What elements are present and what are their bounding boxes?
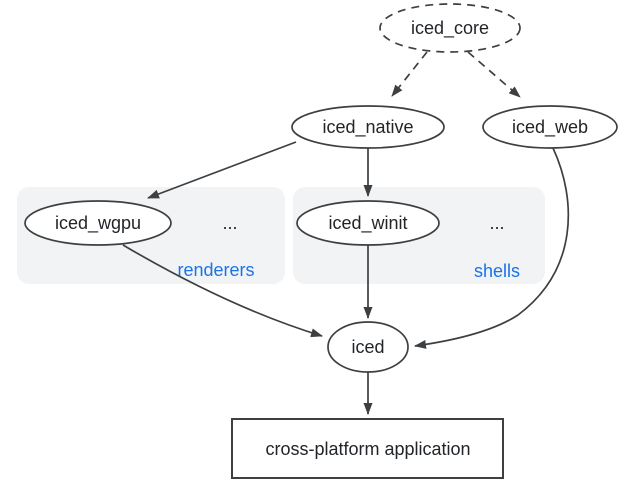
node-iced-core: iced_core [379,3,521,53]
node-iced-winit: iced_winit [296,200,440,246]
iced-native-ellipse [291,105,445,149]
application-rect [231,418,504,479]
edge-iced-native-to-iced-wgpu [147,141,297,199]
iced-core-ellipse [379,3,521,53]
iced-wgpu-ellipse [24,200,172,246]
application-label: cross-platform application [265,439,470,459]
edge-iced-wgpu-to-iced [122,244,323,338]
edge-iced-core-to-iced-web [467,51,521,98]
node-iced-wgpu: iced_wgpu [24,200,172,246]
iced-core-label: iced_core [411,18,489,39]
node-cross-platform-application: cross-platform application [231,418,504,479]
iced-web-label: iced_web [512,117,588,138]
renderers-ellipsis: ... [222,213,237,233]
iced-ellipse [327,321,409,373]
iced-web-ellipse [482,105,618,149]
iced-label: iced [351,337,384,357]
iced-winit-ellipse [296,200,440,246]
node-iced-web: iced_web [482,105,618,149]
edge-iced-web-to-iced [414,147,570,349]
iced-native-label: iced_native [322,117,413,138]
renderers-group-label: renderers [177,260,254,280]
node-iced: iced [327,321,409,373]
iced-wgpu-label: iced_wgpu [55,213,141,234]
shells-ellipsis: ... [489,213,504,233]
node-iced-native: iced_native [291,105,445,149]
edge-iced-core-to-iced-native [391,51,428,97]
iced-winit-label: iced_winit [328,213,407,234]
shells-group-label: shells [474,261,520,281]
